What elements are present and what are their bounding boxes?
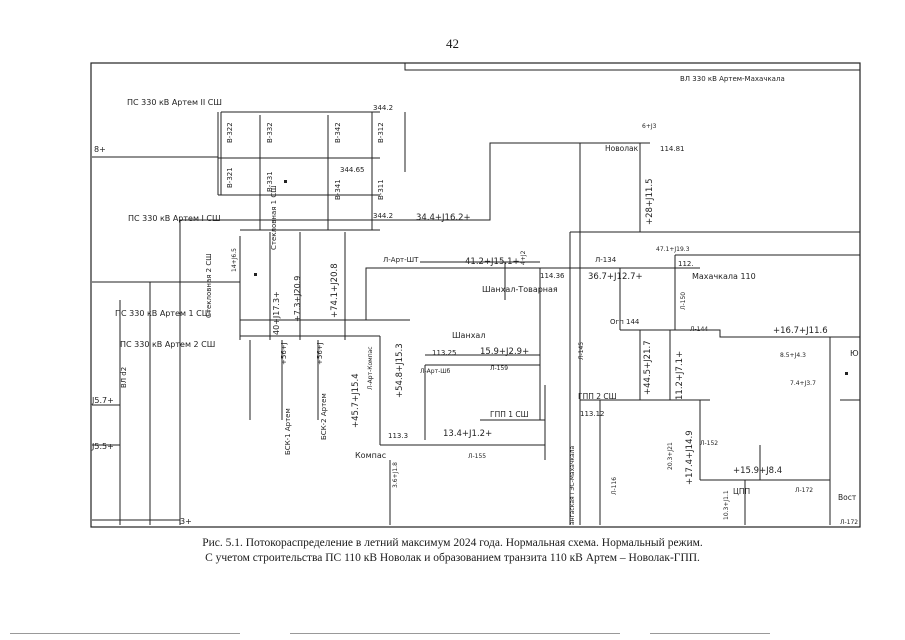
label-l-art-sh: Л-Арт-ШТ [383, 256, 419, 264]
network-diagram: ВЛ 330 кВ Артем-Махачкала ПС 330 кВ Арте… [90, 62, 861, 528]
label-b341: В-341 [334, 179, 342, 200]
label-b332: В-332 [266, 122, 274, 143]
label-komp: Компас [355, 451, 386, 460]
label-flow-s2: +7.3+J20.9 [293, 276, 302, 322]
footer-line-right [650, 633, 770, 634]
label-flow-left3: 3+ [180, 517, 192, 526]
label-flow-s1: 40+J17.3+ [272, 291, 281, 335]
label-shanhal-v: 113.25 [432, 349, 457, 357]
label-b322: В-322 [226, 122, 234, 143]
label-l150: Л-150 [680, 292, 687, 310]
label-flow-r1: 8.5+J4.3 [780, 352, 806, 359]
label-flow-s3: +74.1+J20.8 [330, 263, 340, 318]
label-b312: В-312 [377, 122, 385, 143]
label-l144: Л-144 [690, 326, 708, 333]
label-v112: 112. [678, 260, 694, 268]
label-flow-sh: 41.2+J15.1+ [465, 257, 520, 267]
label-shanhal: Шанхал [452, 331, 485, 340]
label-flow-152a: +17.4+J14.9 [685, 430, 695, 485]
label-mah110: Махачкала 110 [692, 272, 756, 281]
label-l159: Л-159 [490, 365, 508, 372]
figure-caption-line2: С учетом строительства ПС 110 кВ Новолак… [205, 552, 700, 564]
label-b321: В-321 [226, 167, 234, 188]
label-ogp-right: Ю [850, 349, 859, 358]
label-flow-komp: 13.4+J1.2+ [443, 429, 492, 439]
label-steklo2: Стекловная 2 СШ [205, 253, 213, 318]
label-l172b: Л-172 [840, 519, 858, 526]
label-vost: Вост [838, 493, 857, 502]
label-ps330-1sh-low: ПС 330 кВ Артем 1 СШ [115, 309, 210, 318]
page-number: 42 [446, 36, 459, 51]
label-flow-v2: 11.2+J7.1+ [675, 351, 685, 400]
label-flow-left2: J5.5+ [91, 442, 114, 451]
label-bsk1: БСК-1 Артем [284, 408, 292, 455]
label-l152: Л-152 [700, 440, 718, 447]
label-l116: Л-116 [611, 477, 618, 495]
label-gpp1: ГПП 1 СШ [490, 410, 529, 419]
label-novolak-flow: 6+J3 [642, 123, 657, 130]
label-komp-flow2: 3.6+J1.8 [392, 462, 399, 488]
label-v3444: 344.2 [373, 104, 393, 112]
label-l4-12: 4+J2 [520, 250, 527, 265]
label-cpp: ЦПП [733, 487, 750, 496]
label-flow-152b: 20.3+J21 [667, 442, 674, 470]
label-l145: Л-145 [578, 342, 585, 360]
label-ogp144: Огп 144 [610, 318, 640, 326]
label-b331: В-331 [266, 171, 274, 192]
label-novolak-v: 114.81 [660, 145, 685, 153]
label-ps330-2sh: ПС 330 кВ Артем II СШ [127, 98, 222, 107]
label-vl-left: ВЛ d2 [120, 367, 128, 388]
label-flow-r2: 7.4+J3.7 [790, 380, 816, 387]
label-cpp-flow: 10.3+J1.1 [723, 490, 730, 520]
label-steklo1: Стекловная 1 СШ [270, 185, 278, 250]
label-flow-top: 34.4+J16.2+ [416, 213, 471, 223]
label-vl330: ВЛ 330 кВ Артем-Махачкала [680, 75, 785, 83]
figure-caption-line1: Рис. 5.1. Потокораспределение в летний м… [202, 537, 703, 549]
label-flow-k2: +54.8+J15.3 [395, 343, 405, 398]
diagram-frame [90, 62, 861, 528]
label-novolak: Новолак [605, 144, 639, 153]
label-flow-b2: +56+J [316, 342, 324, 365]
label-bsk2: БСК-2 Артем [320, 393, 328, 440]
label-gpp2: ГПП 2 СШ [578, 392, 617, 401]
label-flow-144: +16.7+J11.6 [773, 326, 828, 336]
label-v3442b: 344.2 [373, 212, 393, 220]
label-v3446: 344.65 [340, 166, 365, 174]
label-l155: Л-155 [468, 453, 486, 460]
label-gez: ангаская ГЭС-Махачкала [569, 445, 576, 525]
label-flow-k1: +45.7+J15.4 [351, 373, 361, 428]
label-komp-v: 113.3 [388, 432, 408, 440]
label-l-art-sh6: Л-Арт-Шб [420, 368, 451, 375]
label-ps330-2sh-low: ПС 330 кВ Артем 2 СШ [120, 340, 215, 349]
label-l134: Л-134 [595, 256, 617, 264]
label-flow-left: 8+ [94, 145, 106, 154]
label-flow-left1: J5.7+ [91, 396, 114, 405]
label-ps330-1sh: ПС 330 кВ Артем I СШ [128, 214, 221, 223]
label-flow-172: +15.9+J8.4 [733, 466, 782, 476]
label-flow-s4: 14+J6.5 [231, 248, 238, 272]
label-flow-134: 36.7+J12.7+ [588, 272, 643, 282]
label-b311: В-311 [377, 179, 385, 200]
label-flow-v1: +44.5+J21.7 [643, 340, 653, 395]
label-flow-b1: +56+J [280, 342, 288, 365]
label-v11436: 114.36 [540, 272, 565, 280]
label-l172: Л-172 [795, 487, 813, 494]
label-l-art-komp: Л-Арт-Компас [367, 346, 374, 390]
label-shanhal-t: Шанхал-Товарная [482, 285, 558, 294]
label-flow-mah: 47.1+J19.3 [656, 246, 690, 253]
label-flow-novolak: +28+J11.5 [645, 179, 655, 226]
footer-line-mid [290, 633, 620, 634]
label-gpp-v: 113.12 [580, 410, 605, 418]
label-b342: В-342 [334, 122, 342, 143]
label-flow-shanhal: 15.9+J2.9+ [480, 347, 529, 357]
footer-line-left [10, 633, 240, 634]
